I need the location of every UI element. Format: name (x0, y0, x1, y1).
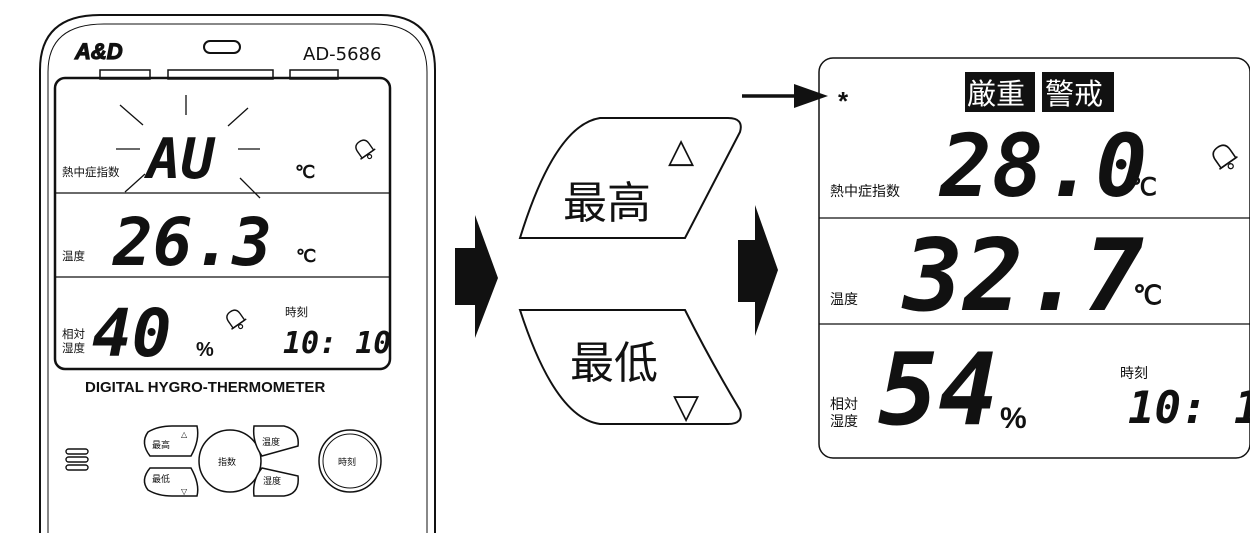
result-temp-value: 32.7 (901, 217, 1144, 334)
svg-text:時刻: 時刻 (338, 456, 356, 468)
result-wbgt-label: 熱中症指数 (830, 184, 900, 200)
asterisk-mark: * (838, 86, 849, 116)
result-wbgt-unit: ℃ (1130, 174, 1157, 201)
pointer-arrow-icon (742, 84, 828, 108)
alert-badge-severe: 厳重 (965, 72, 1035, 112)
zoomed-buttons: 最高 △ 最低 ▽ (518, 117, 742, 427)
humidity-label-1: 相対 (62, 327, 85, 341)
product-name: DIGITAL HYGRO-THERMOMETER (85, 379, 325, 396)
max-button[interactable]: 最高 △ (143, 425, 199, 457)
flash-rays (116, 95, 261, 199)
result-temp-unit: ℃ (1133, 280, 1162, 310)
bell-icon (1212, 144, 1238, 170)
speaker-grille-icon (65, 448, 89, 471)
bell-icon (355, 139, 376, 160)
svg-text:最高: 最高 (152, 439, 170, 451)
min-button[interactable]: 最低 ▽ (143, 467, 199, 497)
svg-text:温度: 温度 (262, 436, 280, 448)
arrow-right-icon (455, 215, 498, 338)
svg-text:最低: 最低 (152, 473, 170, 485)
svg-text:△: △ (668, 131, 695, 171)
zoom-min-button: 最低 ▽ (518, 309, 742, 427)
wbgt-label: 熱中症指数 (62, 165, 120, 179)
humidity-button[interactable]: 湿度 (252, 467, 299, 497)
model-number: AD-5686 (303, 44, 381, 65)
svg-text:▽: ▽ (673, 387, 700, 427)
alert-badge-warning: 警戒 (1042, 72, 1114, 112)
temp-label: 温度 (62, 249, 85, 263)
svg-text:警戒: 警戒 (1045, 77, 1103, 111)
device-lcd (53, 76, 392, 371)
svg-text:▽: ▽ (181, 487, 188, 496)
humidity-value: 40 (92, 295, 171, 372)
result-wbgt-value: 28.0 (938, 117, 1147, 217)
result-humidity-label-2: 湿度 (830, 414, 858, 430)
wbgt-value: AU (143, 127, 216, 192)
result-time-value: 10: 10 (1128, 383, 1250, 434)
arrow-right-icon (738, 205, 778, 336)
index-button[interactable]: 指数 (198, 429, 262, 493)
time-label: 時刻 (285, 305, 308, 319)
temp-unit: ℃ (296, 246, 316, 266)
svg-text:最高: 最高 (563, 178, 651, 229)
result-humidity-label-1: 相対 (830, 397, 858, 413)
wbgt-unit: ℃ (295, 162, 315, 182)
temperature-button[interactable]: 温度 (252, 425, 299, 457)
time-button[interactable]: 時刻 (318, 429, 382, 493)
humidity-label-2: 湿度 (62, 341, 85, 355)
sun-window-icon (203, 40, 241, 54)
result-time-label: 時刻 (1120, 366, 1148, 382)
svg-text:湿度: 湿度 (263, 475, 281, 487)
brand-logo: A&D (73, 38, 123, 64)
svg-text:指数: 指数 (218, 456, 236, 468)
humidity-unit: % (196, 339, 214, 361)
result-humidity-value: 54 (878, 331, 998, 448)
time-value: 10: 10 (283, 326, 391, 361)
svg-text:厳重: 厳重 (967, 77, 1025, 111)
svg-text:△: △ (181, 430, 188, 439)
svg-text:A&D: A&D (74, 39, 123, 64)
bell-icon (226, 309, 247, 330)
device: A&D AD-5686 熱中症指数 AU ℃ (39, 14, 436, 533)
svg-text:最低: 最低 (570, 338, 658, 389)
zoom-max-button: 最高 △ (518, 117, 742, 239)
result-humidity-unit: % (1000, 402, 1027, 435)
result-lcd: * 厳重 警戒 熱中症指数 28.0 ℃ 温度 32.7 ℃ 相対 湿度 54 … (742, 57, 1250, 459)
result-temp-label: 温度 (830, 292, 858, 308)
device-body (39, 14, 436, 533)
temp-value: 26.3 (112, 204, 272, 281)
